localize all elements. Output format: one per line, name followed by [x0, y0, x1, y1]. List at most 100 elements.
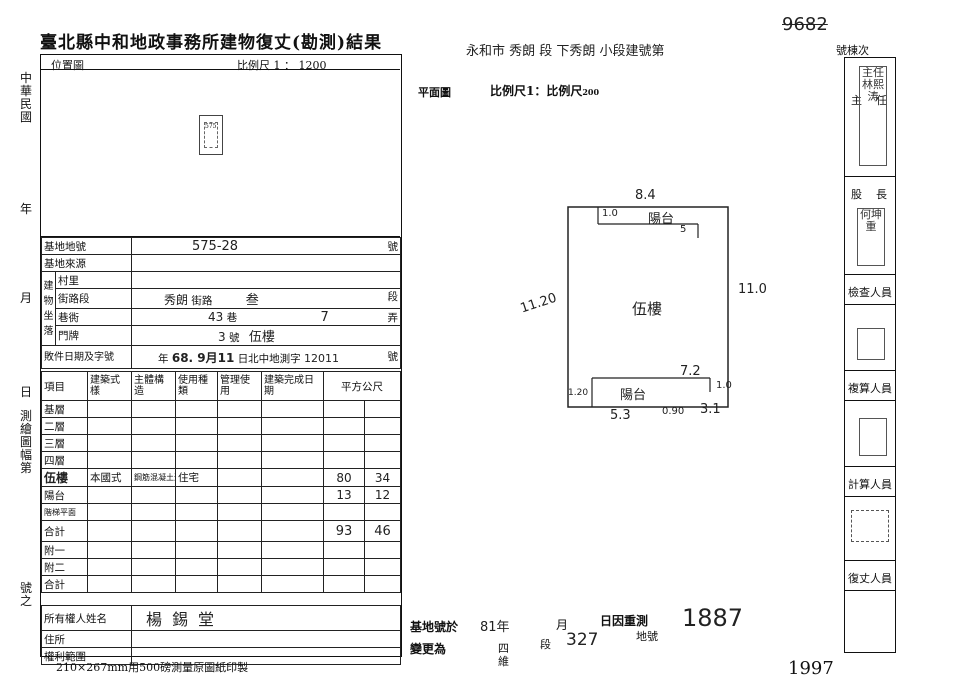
fifth-area-int: 80	[323, 468, 365, 487]
handwritten-number: 1887	[682, 604, 744, 632]
permit-date: 68. 9月11	[171, 350, 235, 365]
village-value	[131, 271, 401, 289]
door-suffix: 號	[228, 332, 240, 344]
row-balcony: 陽台	[41, 486, 88, 504]
street-no: 叁	[245, 293, 259, 308]
location-map-scale: 比例尺 1 ： 1200	[237, 59, 327, 72]
dim-bottom-right: 3.1	[700, 402, 721, 417]
owner-value: 楊錫堂	[131, 605, 401, 631]
sheet-label: 測繪圖幅第	[19, 409, 32, 475]
footer-note: 210×267mm用500磅測量原圖紙印製	[56, 661, 249, 674]
fifth-use: 住宅	[175, 468, 218, 487]
row-fourth: 四層	[41, 451, 88, 469]
change-year: 81年	[480, 620, 510, 635]
year-prefix-label: 中華民國	[19, 71, 32, 124]
floor-area-table: 項目 建築式樣 主體構造 使用種類 管理使用 建築完成日期 平方公尺 基層 二層…	[41, 371, 401, 593]
location-map-label: 位置圖	[51, 59, 84, 72]
floor-plan-drawing	[567, 206, 729, 408]
row-total: 合計	[41, 520, 88, 542]
dim-bottom-corner: 1.20	[568, 388, 589, 398]
resurvey-label: 復丈人員	[848, 572, 892, 585]
day-label: 日	[19, 385, 32, 399]
door-cell: 3 號 伍樓	[131, 325, 401, 346]
village-label: 村里	[55, 271, 132, 289]
row-ground: 基層	[41, 400, 88, 418]
doc-no-label: 號棟次	[836, 44, 869, 57]
land-no-label: 基地地號	[41, 237, 132, 255]
row-attach1: 附一	[41, 541, 88, 559]
change-duan: 段	[540, 638, 551, 651]
owner-table: 所有權人姓名 楊錫堂 住所 權利範圍	[41, 605, 401, 665]
floor-plan-scale-text: 比例尺1：比例尺	[490, 84, 583, 98]
change-month: 月	[556, 618, 569, 632]
floor-plan-scale-den: 200	[582, 87, 600, 97]
number-label: 號之	[19, 581, 32, 608]
document-title: 臺北縣中和地政事務所建物復丈(勘測)結果	[40, 33, 383, 53]
balcony-bottom-label: 陽台	[620, 388, 647, 403]
col-item: 項目	[41, 371, 88, 401]
floor-plan-label: 平面圖	[418, 86, 451, 99]
rights-label: 權利範圍	[41, 647, 132, 665]
permit-cell: 年 68. 9月11 日北中地測字 12011 號	[131, 345, 401, 369]
month-label: 月	[19, 291, 32, 305]
col-area: 平方公尺	[323, 371, 401, 401]
year-label: 年	[19, 202, 32, 216]
change-label1: 基地號於	[410, 620, 459, 634]
street-duan: 段	[387, 291, 399, 303]
year-stamp: 1997	[788, 658, 834, 679]
permit-mid: 日北中地測字	[237, 352, 301, 365]
door-value: 3	[218, 330, 226, 344]
floor-value: 伍樓	[248, 330, 275, 345]
land-no-cell: 575-28 號	[131, 237, 401, 255]
balcony-area-int: 13	[323, 486, 365, 504]
address-value	[131, 630, 401, 648]
lane-cell: 43 巷 7 弄	[131, 308, 401, 326]
col-type: 建築式樣	[87, 371, 132, 401]
room-label: 伍樓	[632, 300, 663, 318]
chief-stamp: 主任林熙涛	[859, 66, 887, 166]
inspector-seal-icon	[857, 328, 885, 360]
parcel-marker: 575	[199, 115, 223, 155]
row-second: 二層	[41, 417, 88, 435]
street-value: 秀朗	[164, 293, 189, 307]
dim-top-small: 1.0	[602, 208, 618, 219]
lane-label: 巷衖	[55, 308, 132, 326]
building-info-table: 基地地號 575-28 號 基地來源 建物坐落 村里 街路段 秀朗 街路 叁 段…	[41, 237, 401, 369]
col-use: 使用種類	[175, 371, 218, 401]
total-area-int: 93	[323, 520, 365, 542]
alley-nong: 弄	[387, 311, 399, 324]
row-attach-total: 合計	[41, 575, 88, 593]
row-attach2: 附二	[41, 558, 88, 576]
recheck-seal-icon	[859, 418, 887, 456]
dim-bottom-left: 5.3	[610, 408, 631, 423]
land-source-value	[131, 254, 401, 272]
street-suffix: 街路	[191, 295, 213, 307]
change-no: 327	[566, 630, 599, 650]
change-land: 地號	[636, 630, 658, 643]
building-vert-label: 建物坐落	[41, 271, 56, 346]
change-label2: 變更為	[410, 642, 447, 656]
parcel-number: 575	[204, 122, 218, 148]
dim-bottom-mid: 0.90	[662, 406, 685, 417]
lane-suffix: 巷	[226, 311, 238, 324]
balcony-top-label: 陽台	[648, 212, 675, 227]
location-map: 位置圖 比例尺 1 ： 1200 575	[41, 55, 400, 237]
alley-value: 7	[320, 309, 329, 325]
col-date: 建築完成日期	[261, 371, 324, 401]
dim-right: 11.0	[738, 282, 767, 297]
plan-outline	[567, 206, 729, 408]
fifth-type: 本國式	[87, 468, 132, 487]
balcony-area-dec: 12	[364, 486, 401, 504]
col-mgmt: 管理使用	[217, 371, 262, 401]
permit-hao: 號	[387, 350, 399, 363]
fifth-struct: 鋼筋混凝土造	[131, 468, 176, 487]
door-label: 門牌	[55, 325, 132, 346]
calc-label: 計算人員	[848, 478, 892, 491]
street-cell: 秀朗 街路 叁 段	[131, 288, 401, 309]
section-chief-stamp: 何坤重	[857, 208, 885, 266]
inspector-label: 檢查人員	[848, 286, 892, 299]
address-line: 永和市 秀朗 段 下秀朗 小段建號第	[466, 44, 665, 59]
permit-label: 敗件日期及字號	[41, 345, 132, 369]
dim-bottom-inner: 7.2	[680, 364, 701, 379]
change-day: 日因重測	[600, 614, 649, 628]
